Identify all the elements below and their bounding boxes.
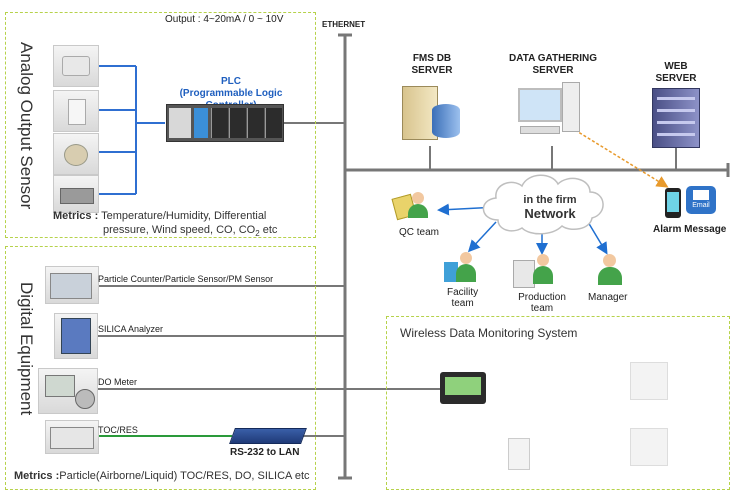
analog-metrics: Metrics : Temperature/Humidity, Differen… [53,210,278,239]
facility-team-icon [444,252,482,284]
data-gathering-server-icon [518,82,582,144]
alarm-message-label: Alarm Message [653,224,727,235]
ethernet-label: ETHERNET [322,20,366,29]
wireless-title: Wireless Data Monitoring System [400,326,578,340]
qc-team-icon [391,192,434,222]
wireless-gateway-image [440,372,486,404]
wireless-monitoring-panel [386,316,730,490]
network-cloud-label: in the firm Network [523,194,577,221]
wireless-sensor-node-2 [630,362,668,400]
differential-pressure-sensor-image [53,90,99,132]
toc-res-label: TOC/RES [98,425,138,435]
do-meter-label: DO Meter [98,377,138,387]
analog-bus [98,65,165,195]
do-meter-image [38,368,98,414]
digital-links [98,285,345,437]
silica-analyzer-label: SILICA Analyzer [98,324,164,334]
wireless-sensor-node-1 [508,438,530,470]
web-server-icon [652,88,700,148]
qc-team-label: QC team [399,227,440,238]
output-label: Output : 4~20mA / 0 ~ 10V [165,14,284,25]
particle-counter-label: Particle Counter/Particle Sensor/PM Sens… [98,274,274,284]
toc-res-image [45,420,99,454]
particle-counter-image [45,266,99,304]
co-sensor-image [53,175,99,213]
production-team-icon [513,254,557,288]
digital-metrics: Metrics :Particle(Airborne/Liquid) TOC/R… [14,470,310,482]
plc-device-image [166,104,284,142]
manager-icon [597,254,623,286]
digital-equipment-panel [5,246,316,490]
manager-label: Manager [588,292,628,303]
digital-section-title: Digital Equipment [17,282,36,416]
alarm-arrow [574,129,669,188]
rs232-label: RS-232 to LAN [230,447,300,458]
smartphone-icon [665,188,681,218]
fms-db-server-icon [402,82,462,144]
analog-section-title: Analog Output Sensor [17,42,36,210]
temperature-humidity-sensor-image [53,45,99,87]
rs232-device-image [229,428,307,444]
analog-sensor-panel [5,12,316,238]
wireless-sensor-node-3 [630,428,668,466]
ethernet-backbone [338,33,352,480]
server-bus [345,146,730,177]
email-icon: Email [686,186,716,214]
wind-speed-sensor-image [53,133,99,175]
network-cloud [482,174,604,235]
silica-analyzer-image [54,313,98,359]
